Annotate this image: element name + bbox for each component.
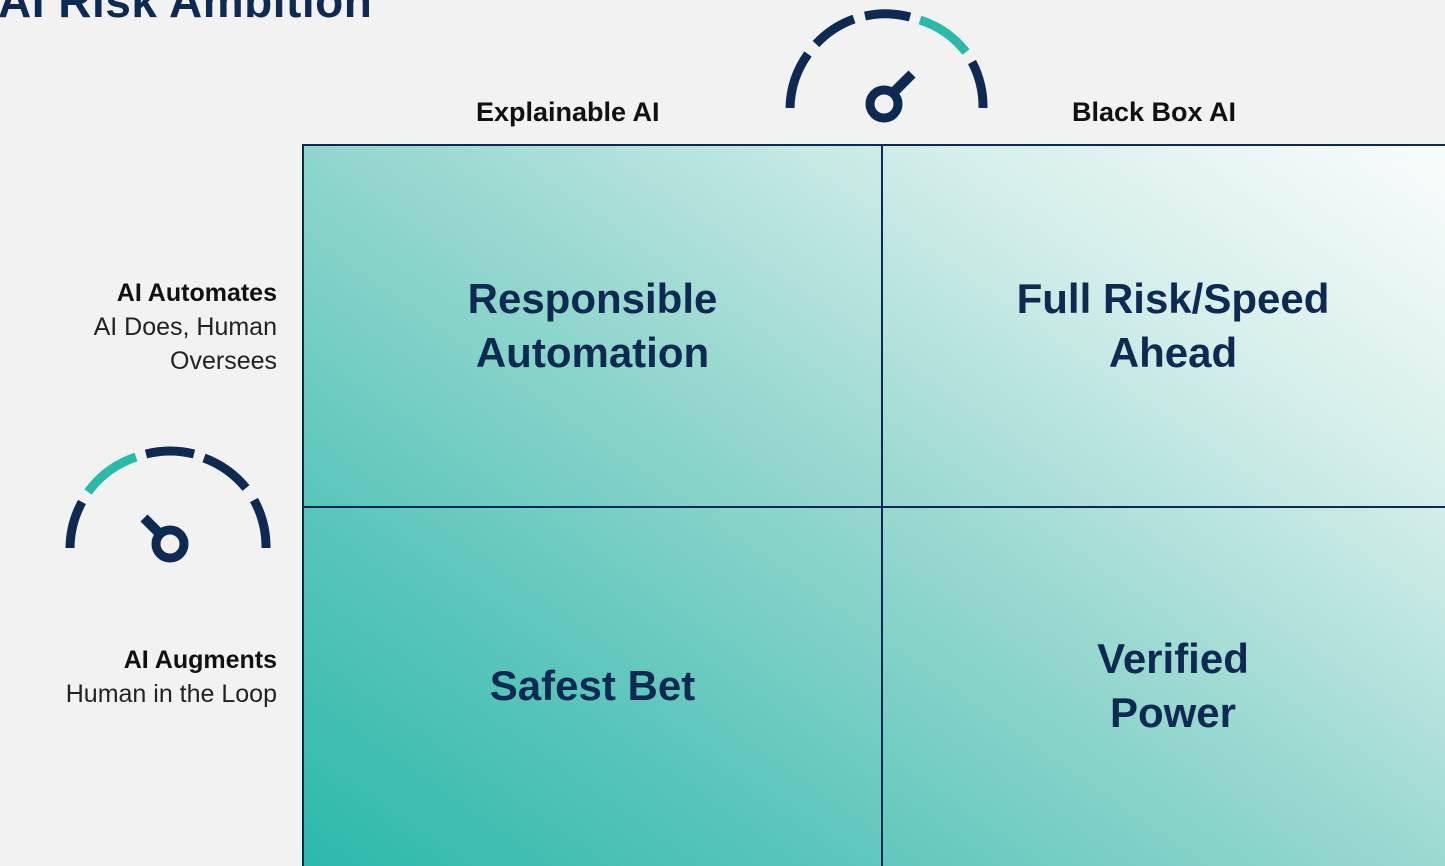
quadrant-responsible-automation: Responsible Automation xyxy=(304,146,881,506)
quadrant-label-line: Power xyxy=(1109,689,1237,736)
row-label-title: AI Automates xyxy=(116,279,277,307)
gauge-segment xyxy=(65,499,87,549)
quadrant-full-risk-speed-ahead: Full Risk/Speed Ahead xyxy=(883,146,1445,506)
column-label-black-box-ai: Black Box AI xyxy=(1072,97,1237,127)
gauge-segment xyxy=(785,51,812,109)
row-label-subtitle: Human in the Loop xyxy=(65,680,277,708)
quadrant-label-line: Ahead xyxy=(1108,329,1238,376)
gauge-needle xyxy=(140,514,189,563)
quadrant-safest-bet: Safest Bet xyxy=(304,508,881,864)
row-label-ai-augments: AI Augments Human in the Loop xyxy=(0,643,277,711)
gauge-segment xyxy=(202,453,250,491)
gauge-segment xyxy=(84,452,138,495)
gauge-segment xyxy=(864,9,912,22)
row-label-subtitle: AI Does, Human Oversees xyxy=(93,313,277,375)
speedometer-gauge-icon xyxy=(785,9,988,123)
gauge-segment xyxy=(249,497,271,549)
row-label-title: AI Augments xyxy=(123,646,277,674)
horizontal-divider xyxy=(304,506,1445,508)
quadrant-label-line: Safest Bet xyxy=(489,662,696,709)
quadrant-label-line: Verified xyxy=(1097,635,1249,682)
page-title: AI Risk Ambition xyxy=(0,0,373,27)
quadrant-label-line: Automation xyxy=(475,329,710,376)
quadrant-label-line: Full Risk/Speed xyxy=(1016,275,1330,322)
speedometer-gauge-icon xyxy=(65,446,271,563)
gauge-segment xyxy=(144,446,196,459)
gauge-segment xyxy=(918,15,970,55)
risk-matrix-grid: Responsible Automation Full Risk/Speed A… xyxy=(302,144,1445,866)
quadrant-label-line: Responsible xyxy=(467,275,718,322)
row-label-ai-automates: AI Automates AI Does, Human Oversees xyxy=(37,276,277,378)
quadrant-verified-power: Verified Power xyxy=(883,508,1445,864)
gauge-needle xyxy=(865,70,916,123)
gauge-segment xyxy=(967,59,988,109)
column-label-explainable-ai: Explainable AI xyxy=(476,97,660,127)
gauge-segment xyxy=(812,14,856,48)
